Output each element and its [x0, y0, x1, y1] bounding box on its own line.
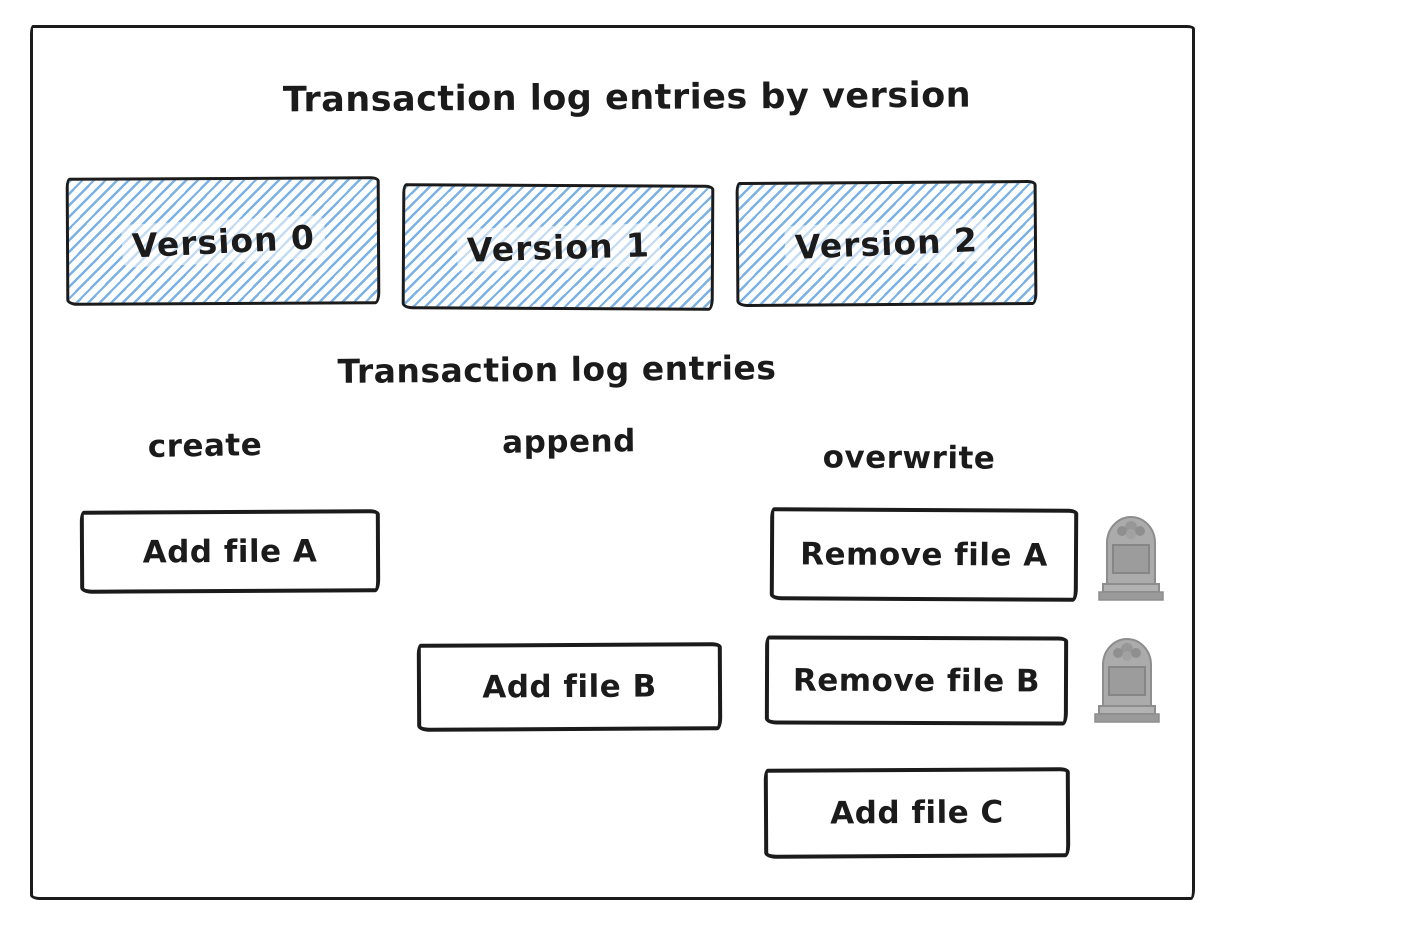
entry-add-file-c-label: Add file C	[830, 794, 1004, 832]
entry-remove-file-b: Remove file B	[764, 635, 1069, 726]
version-box-1: Version 1	[401, 183, 715, 311]
entry-add-file-b-label: Add file B	[482, 668, 657, 706]
entry-remove-file-a: Remove file A	[769, 507, 1079, 602]
outer-frame	[30, 25, 1195, 900]
entry-remove-file-a-label: Remove file A	[800, 535, 1048, 574]
version-2-label: Version 2	[784, 217, 989, 270]
entry-add-file-a: Add file A	[79, 509, 381, 594]
entry-add-file-c: Add file C	[763, 767, 1071, 859]
tombstone-icon	[1098, 511, 1164, 601]
entry-remove-file-b-label: Remove file B	[792, 662, 1041, 699]
version-1-label: Version 1	[455, 222, 661, 272]
version-0-label: Version 0	[120, 214, 326, 268]
entry-add-file-a-label: Add file A	[142, 533, 318, 570]
column-label-overwrite: overwrite	[822, 439, 996, 477]
version-box-2: Version 2	[735, 179, 1038, 308]
tombstone-icon	[1094, 633, 1160, 723]
entry-add-file-b: Add file B	[416, 642, 723, 732]
column-label-append: append	[502, 423, 636, 461]
log-entries-subtitle: Transaction log entries	[337, 348, 777, 391]
column-label-create: create	[147, 427, 263, 465]
diagram-title: Transaction log entries by version	[282, 75, 972, 121]
version-box-0: Version 0	[65, 176, 381, 306]
